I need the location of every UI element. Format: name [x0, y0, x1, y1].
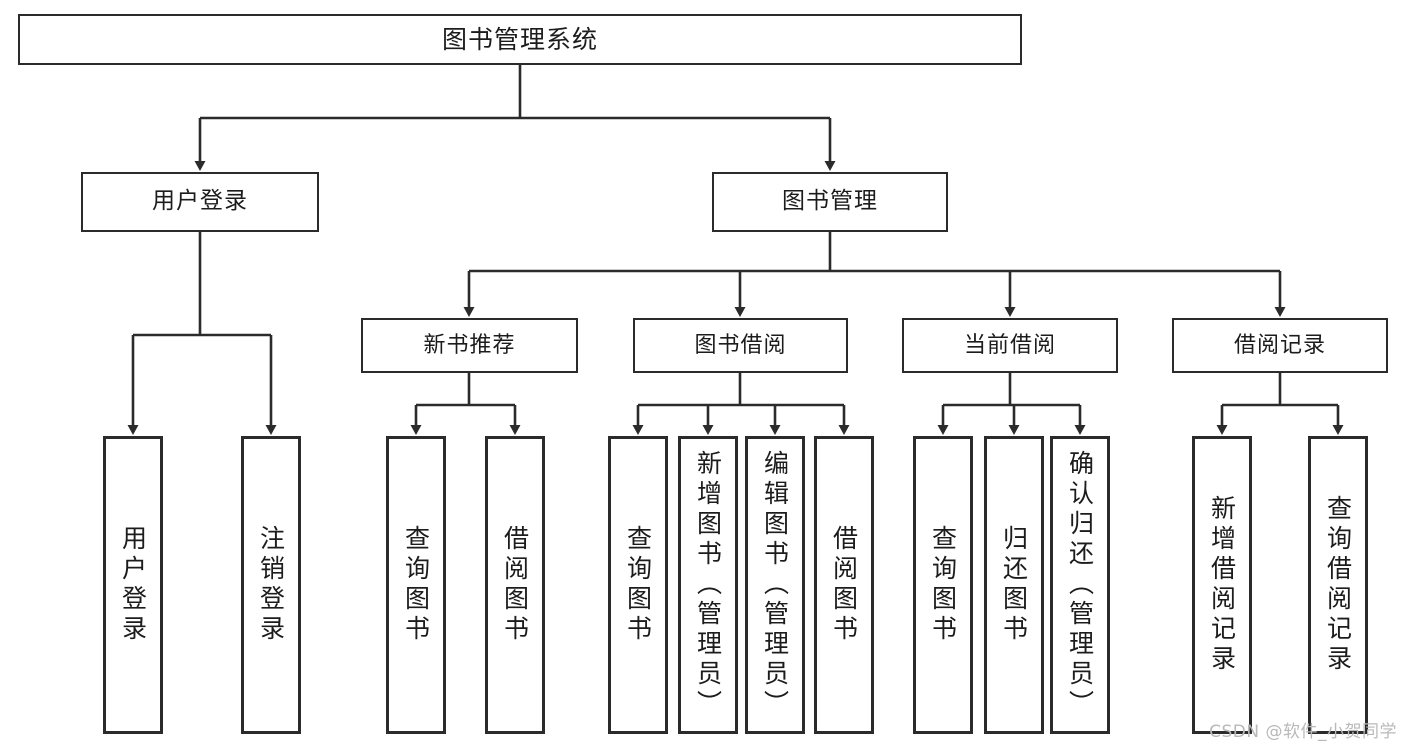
node-current-borrow[interactable]: 当前借阅	[902, 318, 1118, 373]
leaf-query-record[interactable]: 查询借阅记录	[1308, 436, 1368, 734]
leaf-add-record[interactable]: 新增借阅记录	[1192, 436, 1252, 734]
node-book-manage-label: 图书管理	[782, 188, 878, 215]
leaf-add-book[interactable]: 新增图书（管理员）	[678, 436, 738, 734]
leaf-user-login[interactable]: 用户登录	[103, 436, 163, 734]
leaf-user-login-label: 用户登录	[118, 525, 148, 645]
leaf-borrow-book-2[interactable]: 借阅图书	[814, 436, 874, 734]
node-user-login-label: 用户登录	[152, 188, 248, 215]
leaf-query-book-3[interactable]: 查询图书	[913, 436, 973, 734]
leaf-user-logout[interactable]: 注销登录	[241, 436, 301, 734]
leaf-confirm-return[interactable]: 确认归还（管理员）	[1050, 436, 1110, 734]
leaf-confirm-return-label: 确认归还（管理员）	[1065, 450, 1095, 720]
leaf-edit-book[interactable]: 编辑图书（管理员）	[745, 436, 805, 734]
node-current-borrow-label: 当前借阅	[963, 332, 1056, 358]
leaf-borrow-book-2-label: 借阅图书	[829, 525, 859, 645]
leaf-query-book-2[interactable]: 查询图书	[608, 436, 668, 734]
node-book-borrow[interactable]: 图书借阅	[633, 318, 848, 373]
leaf-query-record-label: 查询借阅记录	[1323, 495, 1353, 675]
leaf-add-record-label: 新增借阅记录	[1207, 495, 1237, 675]
leaf-borrow-book-1-label: 借阅图书	[500, 525, 530, 645]
leaf-query-book-2-label: 查询图书	[623, 525, 653, 645]
node-borrow-record[interactable]: 借阅记录	[1172, 318, 1388, 373]
csdn-watermark: CSDN @软件_小贺同学	[1209, 722, 1397, 742]
leaf-user-logout-label: 注销登录	[256, 525, 286, 645]
leaf-query-book-1-label: 查询图书	[401, 525, 431, 645]
node-new-book-recommend-label: 新书推荐	[423, 332, 516, 358]
leaf-add-book-label: 新增图书（管理员）	[693, 450, 723, 720]
leaf-query-book-1[interactable]: 查询图书	[386, 436, 446, 734]
node-root-label: 图书管理系统	[441, 24, 598, 54]
node-book-manage[interactable]: 图书管理	[712, 172, 948, 232]
leaf-borrow-book-1[interactable]: 借阅图书	[485, 436, 545, 734]
leaf-edit-book-label: 编辑图书（管理员）	[760, 450, 790, 720]
leaf-return-book[interactable]: 归还图书	[984, 436, 1044, 734]
node-user-login[interactable]: 用户登录	[81, 172, 319, 232]
node-new-book-recommend[interactable]: 新书推荐	[361, 318, 578, 373]
leaf-return-book-label: 归还图书	[999, 525, 1029, 645]
leaf-query-book-3-label: 查询图书	[928, 525, 958, 645]
node-borrow-record-label: 借阅记录	[1233, 332, 1326, 358]
node-book-borrow-label: 图书借阅	[694, 332, 787, 358]
node-root[interactable]: 图书管理系统	[18, 14, 1022, 65]
